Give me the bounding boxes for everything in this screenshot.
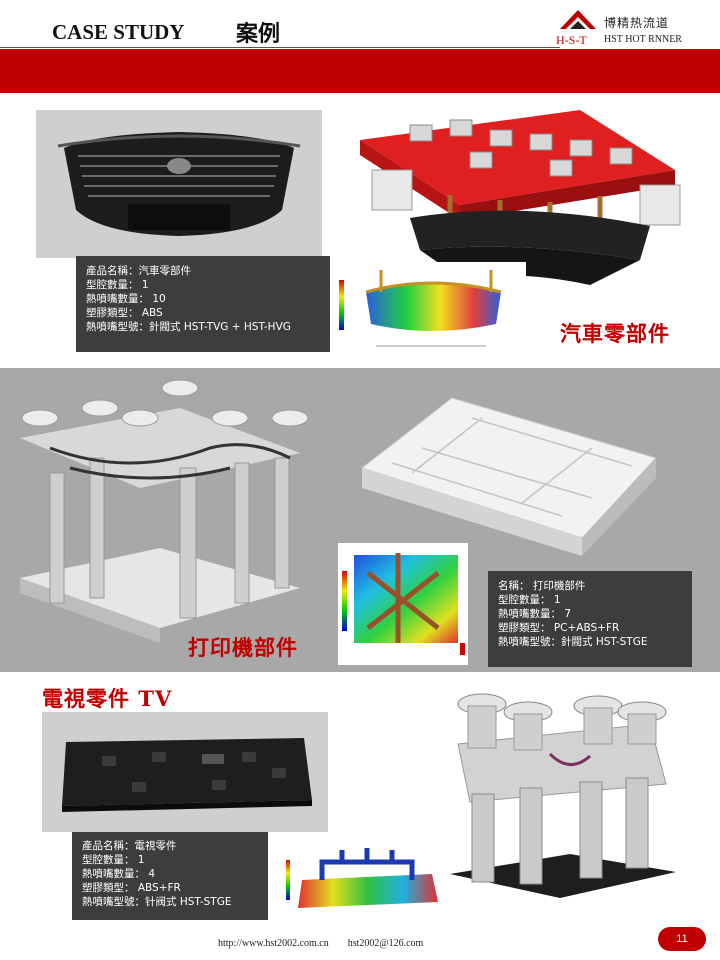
car-grille-image xyxy=(57,132,301,236)
page-title: CASE STUDY xyxy=(52,20,185,44)
info-line: 產品名稱：電視零件 xyxy=(82,840,177,852)
info-line: 型腔數量： 1 xyxy=(82,854,145,866)
info-line: 塑膠類型： ABS xyxy=(86,307,163,319)
printer-part-photo xyxy=(362,388,656,556)
info-line: 塑膠類型： ABS+FR xyxy=(82,882,181,894)
info-line: 熱噴嘴數量： 7 xyxy=(498,608,572,620)
info-line: 熱噴嘴型號：針閥式 HST-STGE xyxy=(498,636,648,648)
info-line: 產品名稱：汽車零部件 xyxy=(86,265,191,277)
tv-part-image xyxy=(62,738,312,812)
info-line: 熱噴嘴型號：针阀式 HST-STGE xyxy=(82,896,232,908)
info-line: 名稱： 打印機部件 xyxy=(498,580,586,592)
printer-part-image xyxy=(362,397,656,556)
page-title-cn: 案例 xyxy=(236,22,281,47)
mold-flow-simulation-image xyxy=(342,553,465,655)
mold-flow-simulation-image xyxy=(339,270,502,347)
automotive-caption: 汽車零部件 xyxy=(560,321,670,346)
automotive-hot-runner-image xyxy=(360,110,681,285)
info-line: 熱噴嘴數量： 10 xyxy=(86,293,166,305)
printer-flow-analysis xyxy=(338,543,468,665)
hst-logo-icon xyxy=(560,10,596,29)
info-line: 熱噴嘴數量： 4 xyxy=(82,868,156,880)
email-link[interactable]: hst2002@126.com xyxy=(347,938,424,949)
logo-hst: H-S-T xyxy=(556,33,587,47)
mold-flow-simulation-image xyxy=(286,848,438,908)
automotive-hot-runner-photo xyxy=(350,100,690,295)
car-grille-photo xyxy=(36,110,322,258)
printer-caption: 打印機部件 xyxy=(188,635,298,660)
website-link[interactable]: http://www.hst2002.com.cn xyxy=(218,938,329,949)
header-red-band xyxy=(0,49,720,93)
tv-caption: 電視零件 TV xyxy=(42,686,173,711)
info-line: 型腔數量： 1 xyxy=(86,279,149,291)
automotive-info-box: 產品名稱：汽車零部件 型腔數量： 1 熱噴嘴數量： 10 塑膠類型： ABS 熱… xyxy=(76,256,330,352)
logo-chinese-name: 博精热流道 xyxy=(604,16,670,30)
footer-contact: http://www.hst2002.com.cn hst2002@126.co… xyxy=(218,938,423,949)
header-divider xyxy=(0,47,560,48)
info-line: 型腔數量： 1 xyxy=(498,594,561,606)
tv-hot-runner-photo xyxy=(450,684,676,900)
automotive-flow-analysis xyxy=(336,262,526,354)
tv-flow-analysis xyxy=(282,840,444,920)
tv-part-photo xyxy=(42,712,328,832)
info-line: 熱噴嘴型號：針閥式 HST-TVG + HST-HVG xyxy=(86,321,291,333)
printer-hot-runner-image xyxy=(20,379,309,643)
info-line: 塑膠類型： PC+ABS+FR xyxy=(498,622,620,634)
logo-subtitle: HST HOT RNNER xyxy=(604,34,682,45)
tv-info-box: 產品名稱：電視零件 型腔數量： 1 熱噴嘴數量： 4 塑膠類型： ABS+FR … xyxy=(72,832,268,920)
printer-hot-runner-photo xyxy=(10,378,310,648)
tv-hot-runner-image xyxy=(450,693,676,898)
printer-info-box: 名稱： 打印機部件 型腔數量： 1 熱噴嘴數量： 7 塑膠類型： PC+ABS+… xyxy=(488,571,692,667)
page-number-badge: 11 xyxy=(658,927,706,951)
